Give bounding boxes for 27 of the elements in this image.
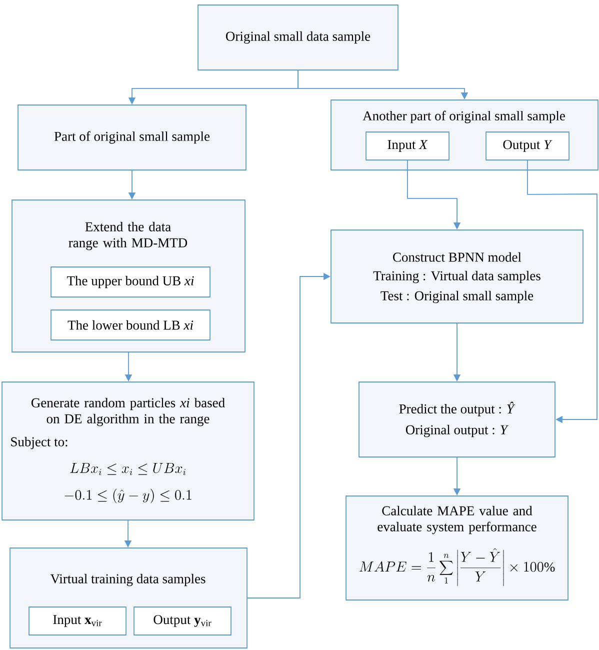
process-box: Part of original small sample (18, 104, 246, 170)
arrow (527, 160, 598, 424)
formula: $MAPE = \frac{1}{n}\sum_{1}^{n}\left|\frac{Y-\hat{Y}}{Y}\right| \times 100\%$ (360, 548, 555, 586)
input-box: Input x$_{vir}$ (28, 606, 126, 636)
box-text: Training : Virtual data samples (373, 270, 540, 284)
process-box (2, 382, 254, 520)
box-text: Subject to: (11, 436, 68, 450)
box-heading: Extend the data range with MD-MTD (68, 222, 188, 250)
box-heading: Predict the output : Ŷ (399, 402, 516, 416)
input-box: Input X (366, 132, 450, 160)
process-box (346, 496, 568, 600)
process-box (330, 230, 584, 324)
box-text: Original output : Y (406, 424, 509, 438)
bound-box: The lower bound LB xi (50, 310, 210, 340)
box-heading: Virtual training data samples (50, 574, 206, 586)
output-box: Output Y (486, 132, 570, 160)
output-box: Output y$_{vir}$ (134, 606, 232, 636)
box-heading: Generate random particles xi based on DE algorithm in the range (31, 398, 225, 426)
box-heading: Calculate MAPE value and evaluate system performance (378, 506, 536, 534)
process-box: Original small data sample (198, 4, 398, 70)
box-heading: Construct BPNN model (393, 252, 522, 262)
box-text: Test : Original small sample (380, 290, 534, 304)
formula: $-0.1 \le (\hat{y} - y) \le 0.1$ (64, 488, 192, 504)
formula: $LBx_i \le x_i \le UBx_i$ (70, 463, 186, 476)
bound-box: The upper bound UB xi (50, 266, 210, 298)
process-box (358, 382, 556, 458)
box-heading: Another part of original small sample (362, 110, 565, 124)
